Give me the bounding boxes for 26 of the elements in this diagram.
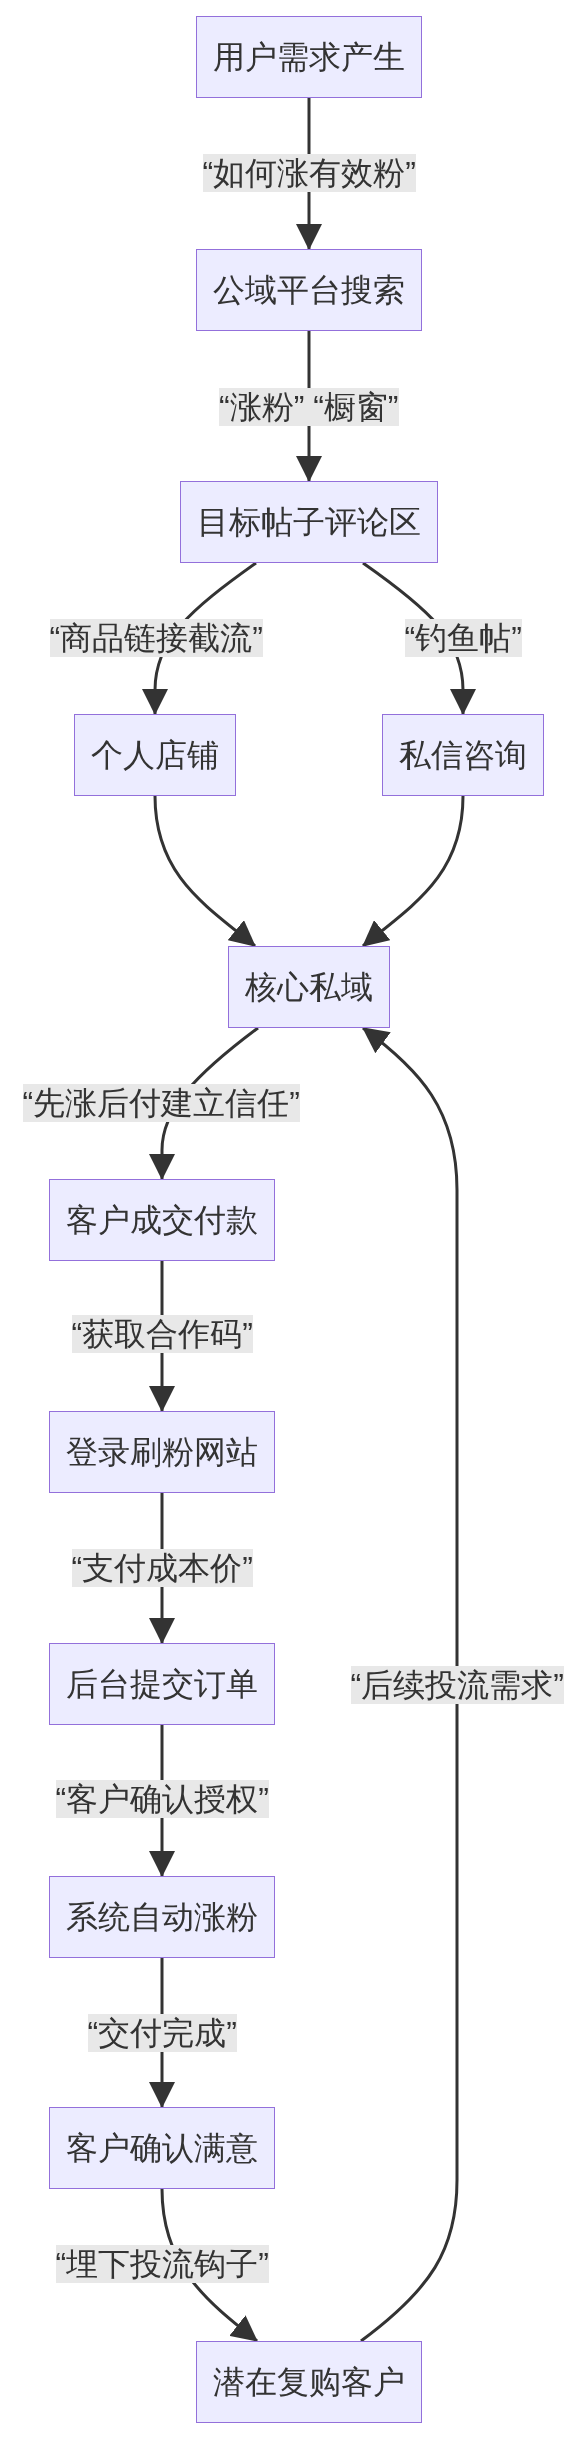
process-box: 后台提交订单: [49, 1643, 275, 1725]
process-box: 潜在复购客户: [196, 2341, 422, 2423]
edge-label: “涨粉” “橱窗”: [219, 388, 399, 426]
edge-label: “先涨后付建立信任”: [22, 1084, 300, 1122]
edge-label: “商品链接截流”: [49, 619, 263, 657]
process-box: 用户需求产生: [196, 16, 422, 98]
process-box: 客户确认满意: [49, 2107, 275, 2189]
edge-label: “支付成本价”: [71, 1549, 253, 1587]
process-box: 登录刷粉网站: [49, 1411, 275, 1493]
edge-label: “埋下投流钩子”: [55, 2245, 269, 2283]
process-box: 个人店铺: [74, 714, 236, 796]
process-box: 公域平台搜索: [196, 249, 422, 331]
edge-label: “交付完成”: [87, 2014, 237, 2052]
edge-label: “后续投流需求”: [350, 1666, 564, 1704]
arrow: [362, 795, 465, 948]
arrow: [153, 795, 256, 948]
edge-label: “如何涨有效粉”: [202, 154, 416, 192]
process-box: 系统自动涨粉: [49, 1876, 275, 1958]
arrow: [360, 1026, 459, 2343]
edge-label: “客户确认授权”: [55, 1780, 269, 1818]
edge-label: “钓鱼帖”: [404, 619, 522, 657]
process-box: 目标帖子评论区: [180, 481, 438, 563]
edge-label: “获取合作码”: [71, 1315, 253, 1353]
process-box: 客户成交付款: [49, 1179, 275, 1261]
process-box: 私信咨询: [382, 714, 544, 796]
process-box: 核心私域: [228, 946, 390, 1028]
